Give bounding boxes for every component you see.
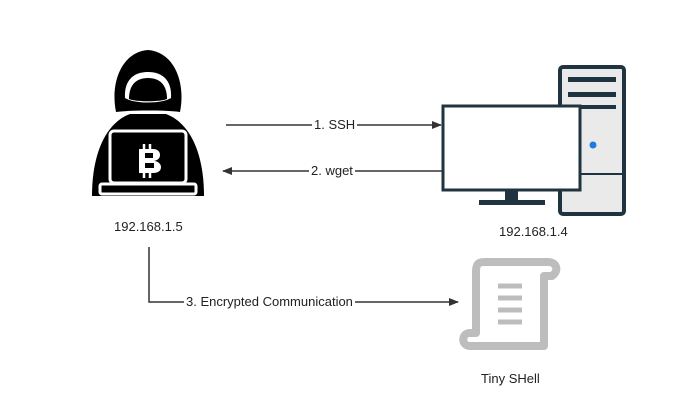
hacker-icon: [92, 50, 204, 196]
edge-encrypted-arrow: [148, 247, 459, 306]
edge-label-wget: 2. wget: [309, 163, 355, 179]
edge-label-encrypted: 3. Encrypted Communication: [184, 294, 355, 310]
script-scroll-icon: [459, 258, 561, 350]
edge-label-ssh: 1. SSH: [312, 117, 358, 133]
power-led-icon: [589, 141, 597, 149]
desktop-computer-icon: [441, 65, 626, 216]
tool-label: Tiny SHell: [481, 371, 540, 386]
victim-ip-label: 192.168.1.4: [499, 224, 568, 239]
bitcoin-icon: [139, 144, 161, 178]
attacker-ip-label: 192.168.1.5: [114, 219, 183, 234]
